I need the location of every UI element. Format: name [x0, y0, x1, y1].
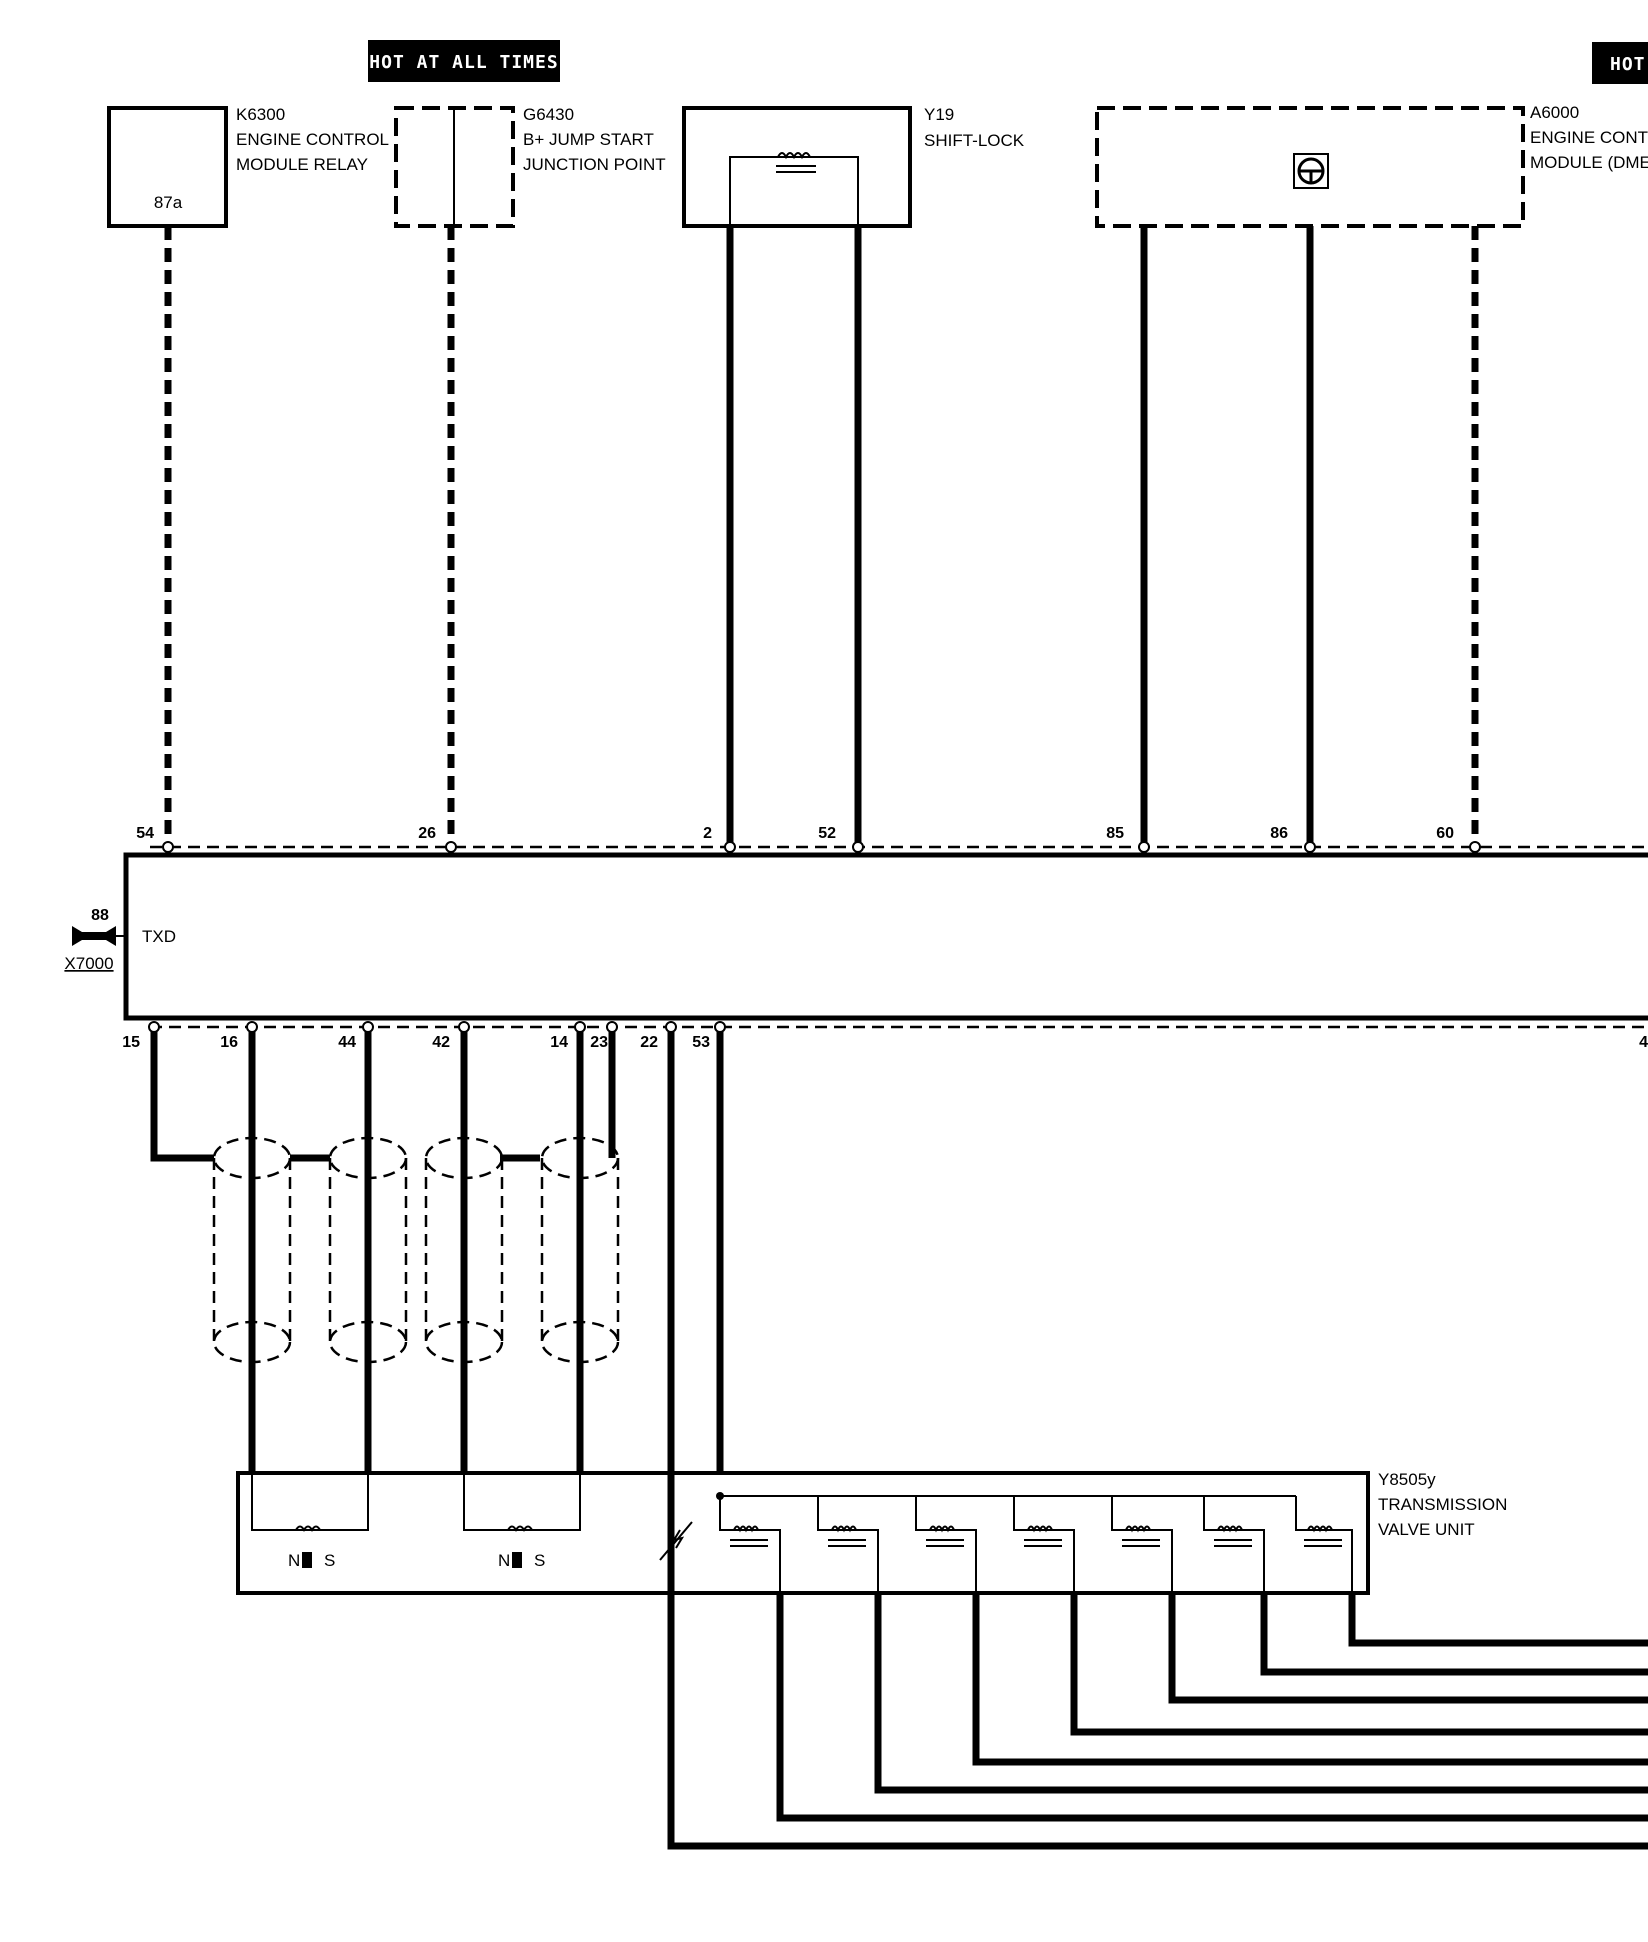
pin-label: 15 [122, 1034, 140, 1051]
sensor-n-label: N [498, 1551, 510, 1570]
solenoid-valve [1013, 1496, 1075, 1593]
y8505y-transmission-valve-unit: Y8505y TRANSMISSION VALVE UNIT N S N S [236, 1470, 1507, 1595]
shielded-cables [212, 1136, 620, 1364]
solenoid-valve [719, 1496, 781, 1593]
a6000-name-line1: ENGINE CONTR [1530, 128, 1648, 147]
k6300-name-line2: MODULE RELAY [236, 155, 368, 174]
pin-label: 2 [703, 825, 712, 842]
a6000-engine-control-module: A6000 ENGINE CONTR MODULE (DME) [1095, 103, 1648, 228]
pin-label: 52 [818, 825, 836, 842]
hot-at-all-times-badge: HOT AT ALL TIMES [368, 40, 560, 82]
y8505y-id: Y8505y [1378, 1470, 1436, 1489]
pin-label: 42 [432, 1034, 450, 1051]
g6430-id: G6430 [523, 105, 574, 124]
pin-label: 16 [220, 1034, 238, 1051]
shield-cylinder [424, 1136, 504, 1364]
g6430-name-line2: JUNCTION POINT [523, 155, 666, 174]
solenoid-valves [719, 1496, 1353, 1593]
y8505y-name-line2: VALVE UNIT [1378, 1520, 1475, 1539]
lower-harness [667, 1593, 1648, 1850]
y19-shift-lock: Y19 SHIFT-LOCK [682, 105, 1025, 228]
a6000-id: A6000 [1530, 103, 1579, 122]
k6300-terminal-label: 87a [154, 193, 183, 212]
pin-label: 26 [418, 825, 436, 842]
g6430-name-line1: B+ JUMP START [523, 130, 654, 149]
k6300-relay: 87a K6300 ENGINE CONTROL MODULE RELAY [107, 105, 389, 228]
steering-wheel-icon [1293, 153, 1329, 189]
sensor-n-label: N [288, 1551, 300, 1570]
pin-label: 22 [640, 1034, 658, 1051]
solenoid-valve [1295, 1496, 1353, 1593]
sensor-s-label: S [534, 1551, 545, 1570]
bottom-wires [150, 1027, 724, 1848]
shield-cylinder [328, 1136, 408, 1364]
bottom-pin-labels: 15 16 44 42 14 23 22 53 4 [122, 1034, 1648, 1051]
solenoid-valve [1111, 1496, 1173, 1593]
speed-sensor-2: N S [463, 1473, 581, 1570]
y19-name: SHIFT-LOCK [924, 131, 1025, 150]
top-pin-labels: 54 26 2 52 85 86 60 [136, 825, 1454, 842]
pin-label: 60 [1436, 825, 1454, 842]
k6300-name-line1: ENGINE CONTROL [236, 130, 389, 149]
y8505y-name-line1: TRANSMISSION [1378, 1495, 1507, 1514]
temperature-sensor-icon [659, 1521, 693, 1561]
pin-label: 23 [590, 1034, 608, 1051]
solenoid-valve [817, 1496, 879, 1593]
connector-junctions [148, 841, 1481, 1500]
top-wires [164, 226, 1479, 846]
hot-at-all-times-text: HOT AT ALL TIMES [369, 52, 558, 73]
txd-label: TXD [142, 927, 176, 946]
pin-label: 85 [1106, 825, 1124, 842]
solenoid-valve [1203, 1496, 1265, 1593]
control-module: TXD [123, 845, 1648, 1029]
shield-cylinder [212, 1136, 292, 1364]
sensor-s-label: S [324, 1551, 335, 1570]
x7000-id: X7000 [64, 954, 113, 973]
pin-label: 4 [1639, 1034, 1648, 1051]
y19-id: Y19 [924, 105, 954, 124]
solenoid-valve [915, 1496, 977, 1593]
pin-label: 53 [692, 1034, 710, 1051]
pin-label: 44 [338, 1034, 356, 1051]
g6430-junction-point: G6430 B+ JUMP START JUNCTION POINT [394, 105, 666, 228]
pin-label: 14 [550, 1034, 568, 1051]
speed-sensor-1: N S [251, 1473, 369, 1570]
k6300-id: K6300 [236, 105, 285, 124]
x7000-connector: 88 X7000 [64, 907, 126, 973]
pin-label: 54 [136, 825, 154, 842]
pin-label: 86 [1270, 825, 1288, 842]
hot-badge-right-text: HOT [1610, 54, 1646, 75]
shield-cylinder [540, 1136, 620, 1364]
a6000-name-line2: MODULE (DME) [1530, 153, 1648, 172]
x7000-pin: 88 [91, 907, 109, 924]
hot-badge-right: HOT [1592, 42, 1648, 84]
